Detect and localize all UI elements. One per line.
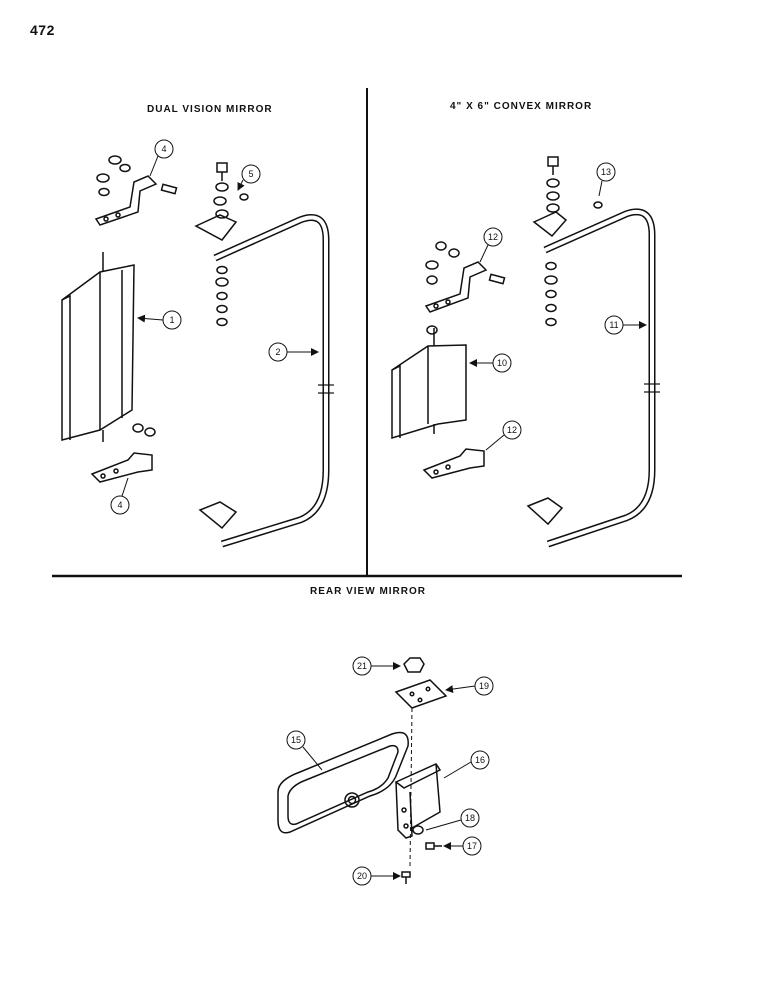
bolt-small-right (488, 273, 506, 285)
callout-label: 21 (357, 661, 367, 671)
callout-label: 20 (357, 871, 367, 881)
callout-label: 19 (479, 681, 489, 691)
callout-label: 1 (169, 315, 174, 325)
bracket-lower-left (90, 452, 153, 483)
callout-18 (460, 808, 480, 828)
callout-label: 16 (475, 755, 485, 765)
mount-plate-top-left (194, 214, 238, 241)
bolt-small-left (160, 183, 178, 195)
callout-label: 17 (467, 841, 477, 851)
callout-label: 13 (601, 167, 611, 177)
hardware-stack-arm-top-right (546, 156, 603, 213)
screw-20 (401, 871, 411, 884)
callout-13 (596, 162, 616, 182)
mirror-arm-right (543, 208, 656, 548)
callout-4-lower (110, 495, 130, 515)
bracket-upper-left (94, 175, 158, 226)
bracket-upper-right (424, 261, 488, 313)
callout-5 (241, 164, 261, 184)
callout-label: 12 (488, 232, 498, 242)
mirror-arm-left (213, 214, 330, 548)
mount-plate-bottom-right (526, 497, 564, 526)
callout-12-lower (502, 420, 522, 440)
dual-vision-mirror (61, 252, 135, 442)
mount-plate-top-right (532, 211, 568, 238)
callout-label: 11 (609, 320, 618, 330)
screw-17 (425, 842, 442, 850)
nut-stack-right (425, 241, 460, 285)
callout-label: 5 (248, 169, 253, 179)
bracket-16 (394, 763, 442, 839)
plate-19 (394, 679, 448, 709)
nut-mirror-bottom-1 (132, 423, 144, 433)
callout-label: 10 (497, 358, 507, 368)
hardware-stack-middle-left (215, 265, 229, 327)
callout-label: 4 (117, 500, 122, 510)
convex-mirror (391, 325, 467, 440)
bracket-lower-right (422, 448, 485, 479)
callout-label: 18 (465, 813, 475, 823)
callout-label: 2 (275, 347, 280, 357)
callout-15 (286, 730, 306, 750)
callout-label: 4 (161, 144, 166, 154)
callout-12-upper (483, 227, 503, 247)
hardware-stack-middle-right (544, 261, 558, 327)
page-number: 472 (30, 22, 55, 38)
hardware-stack-arm-top (213, 162, 249, 219)
nut-21 (403, 657, 425, 673)
section-title-convex: 4" X 6" CONVEX MIRROR (450, 101, 593, 112)
section-title-dual-vision: DUAL VISION MIRROR (147, 104, 273, 115)
callout-label: 12 (507, 425, 517, 435)
nut-stack-upper-left (96, 155, 131, 197)
callout-label: 15 (291, 735, 301, 745)
mount-plate-bottom-left (198, 501, 238, 530)
callout-16 (470, 750, 490, 770)
nut-mirror-bottom-2 (144, 427, 156, 437)
section-title-rear-view: REAR VIEW MIRROR (310, 586, 426, 597)
rear-view-mirror (277, 731, 409, 834)
callout-4-upper (154, 139, 174, 159)
washer-18 (412, 825, 424, 835)
